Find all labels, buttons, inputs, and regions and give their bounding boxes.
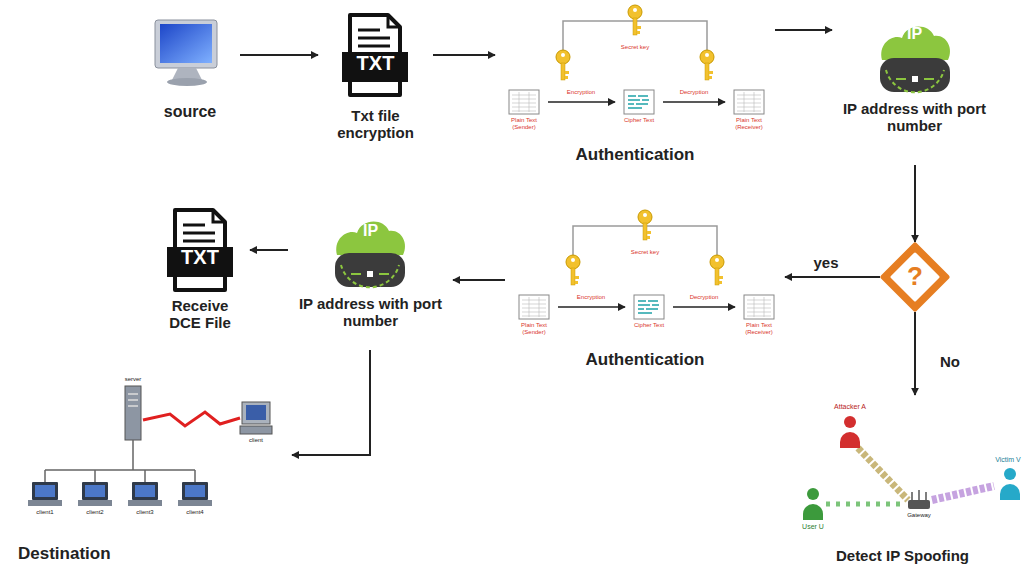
decision-diamond: ? [880, 242, 950, 312]
icon-text: TXT [150, 247, 250, 267]
arrow-connector [673, 306, 735, 308]
text-icon: Cipher Text [625, 295, 673, 350]
node-label: ? [880, 263, 950, 289]
picture-label: Gateway [907, 512, 931, 519]
node-label: Cipher Text [625, 322, 673, 329]
icon-text: IP [832, 25, 997, 43]
picture-label: Secret key [631, 249, 659, 256]
auth-group: Authentication Plain Text (Sender) Cipher … [495, 5, 775, 175]
arrow-connector [292, 350, 370, 455]
edge-label: Encryption [575, 294, 607, 301]
node-label: Plain Text (Sender) [500, 117, 548, 131]
node-label: Destination [18, 544, 238, 564]
text-icon: Plain Text (Receiver) [735, 295, 783, 350]
node-label: Authentication [505, 350, 785, 370]
arrow-connector [558, 306, 625, 308]
auth-illustration [509, 5, 764, 114]
node-label: Receive DCE File [155, 297, 245, 332]
picture-label: client [249, 437, 263, 444]
node-label: Authentication [495, 145, 775, 165]
text-icon: Plain Text (Receiver) [725, 90, 773, 145]
ip-node: IP IP address with port number [288, 210, 453, 350]
picture-label: Attacker A [834, 403, 866, 411]
ip-node: IP IP address with port number [832, 15, 997, 165]
arrow-connector [453, 279, 505, 281]
picture-label: client2 [86, 509, 103, 516]
spoofing-picture [778, 398, 1028, 543]
file-node: TXT Receive DCE File [150, 205, 250, 335]
text-icon: Cipher Text [615, 90, 663, 145]
auth-illustration [519, 210, 774, 319]
arrow-connector [433, 54, 495, 56]
arrow-connector [914, 165, 916, 242]
network-picture [14, 360, 292, 540]
node-label: Plain Text (Sender) [510, 322, 558, 336]
edge-label: yes [811, 255, 840, 272]
edge-label: Decryption [688, 294, 721, 301]
node-label: Cipher Text [615, 117, 663, 124]
arrow-connector [548, 101, 615, 103]
computer-icon [155, 20, 217, 86]
file-node: TXT Txt file encryption [318, 12, 433, 152]
edge-label: No [938, 354, 962, 371]
edge-label: Encryption [565, 89, 597, 96]
node-label: Txt file encryption [318, 107, 433, 142]
text-icon: Plain Text (Sender) [510, 295, 558, 350]
auth-group: Authentication Plain Text (Sender) Cipher … [505, 210, 785, 385]
picture-label: Victim V [995, 456, 1021, 464]
arrow-connector [663, 101, 725, 103]
picture-label: client1 [36, 509, 53, 516]
source-node: source [140, 15, 240, 130]
icon-text: TXT [318, 53, 433, 73]
spoofing-node: Detect IP Spoofing [775, 395, 1030, 566]
node-label: IP address with port number [288, 295, 453, 330]
arrow-connector [250, 249, 288, 251]
text-icon: Plain Text (Sender) [500, 90, 548, 145]
arrow-connector [785, 276, 880, 278]
picture-label: Secret key [621, 44, 649, 51]
edge-label: Decryption [678, 89, 711, 96]
picture-label: User U [802, 523, 824, 531]
destination-node: Destination [10, 358, 292, 566]
node-label: Detect IP Spoofing [775, 547, 1030, 564]
picture-label: server [125, 376, 142, 383]
icon-text: IP [288, 222, 453, 240]
arrow-connector [914, 312, 916, 395]
node-label: source [140, 103, 240, 121]
node-label: IP address with port number [832, 100, 997, 135]
arrow-connector [240, 54, 318, 56]
node-label: Plain Text (Receiver) [725, 117, 773, 131]
node-label: Plain Text (Receiver) [735, 322, 783, 336]
arrow-connector [775, 29, 832, 31]
picture-label: client3 [136, 509, 153, 516]
picture-label: client4 [186, 509, 203, 516]
